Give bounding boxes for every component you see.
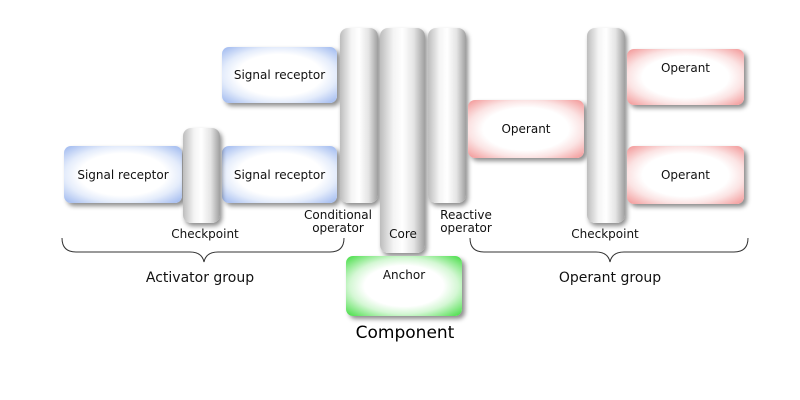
anchor-label: Anchor bbox=[382, 268, 426, 282]
signal-receptor-mid-label: Signal receptor bbox=[233, 167, 326, 182]
signal-receptor-mid: Signal receptor bbox=[222, 146, 337, 203]
operant-top-label: Operant bbox=[660, 61, 711, 75]
activator-checkpoint-pillar bbox=[183, 128, 220, 223]
activator-brace bbox=[61, 237, 345, 263]
operant-checkpoint-label: Checkpoint bbox=[571, 227, 639, 241]
conditional-operator-label: Conditional operator bbox=[304, 208, 372, 235]
reactive-operator-pillar bbox=[428, 28, 466, 203]
activator-checkpoint-label: Checkpoint bbox=[171, 227, 239, 241]
operant-bottom-label: Operant bbox=[660, 168, 711, 182]
conditional-operator-pillar bbox=[340, 28, 378, 203]
core-pillar bbox=[380, 28, 425, 253]
reactive-operator-label: Reactive operator bbox=[440, 208, 492, 235]
anchor-box: Anchor bbox=[346, 256, 462, 316]
operant-brace bbox=[469, 237, 749, 263]
operant-checkpoint-pillar bbox=[587, 28, 625, 223]
signal-receptor-left-label: Signal receptor bbox=[77, 167, 169, 182]
activator-group-label: Activator group bbox=[145, 270, 255, 286]
signal-receptor-top: Signal receptor bbox=[222, 47, 337, 103]
component-title: Component bbox=[355, 323, 455, 343]
operant-left-label: Operant bbox=[501, 122, 551, 136]
operant-group-label: Operant group bbox=[558, 270, 662, 286]
signal-receptor-top-label: Signal receptor bbox=[233, 68, 326, 82]
operant-left: Operant bbox=[468, 100, 584, 158]
core-label: Core bbox=[389, 227, 417, 241]
operant-top: Operant bbox=[627, 49, 744, 105]
signal-receptor-left: Signal receptor bbox=[64, 146, 182, 203]
operant-bottom: Operant bbox=[627, 146, 744, 204]
